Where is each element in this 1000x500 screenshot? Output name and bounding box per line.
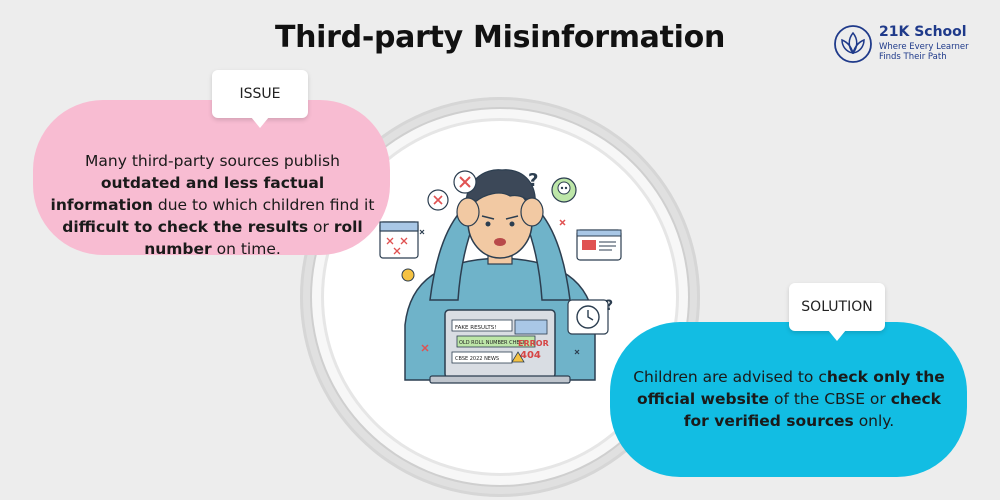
error-text: ERROR [518,339,549,348]
svg-text:?: ? [528,170,538,191]
laptop-label-old-roll: OLD ROLL NUMBER CHECK [459,340,527,346]
issue-text: Many third-party sources publish outdate… [50,152,375,258]
solution-label: SOLUTION [789,283,885,331]
issue-bubble [33,100,390,255]
issue-label-pointer [251,117,269,128]
calendar-icon [379,221,419,259]
close-icon [453,170,477,194]
page-title: Third-party Misinformation [274,20,726,55]
small-x-marks [401,219,580,355]
solution-label-pointer [828,330,846,341]
skull-icon [551,177,577,203]
webpage-icon [576,229,622,261]
svg-text:?: ? [605,298,613,314]
laptop-label-fake-results: FAKE RESULTS! [455,325,496,331]
logo-tagline: Where Every Learner Finds Their Path [879,42,969,62]
warning-icon [511,351,525,363]
logo: 21K School Where Every Learner Finds The… [833,22,993,66]
stressed-student-illustration: FAKE RESULTS! OLD ROLL NUMBER CHECK CBSE… [379,169,622,384]
laptop-label-cbse-news: CBSE 2022 NEWS [455,356,499,362]
logo-brand: 21K School [879,24,967,40]
issue-label: ISSUE [212,70,308,118]
solution-bubble [610,322,967,477]
solution-text: Children are advised to check only the o… [633,368,945,430]
error-code: 404 [520,350,541,361]
close-icon [427,189,449,211]
lotus-logo-icon [834,25,872,63]
clock-icon: ? [567,298,613,335]
question-icon: ? [528,170,538,191]
